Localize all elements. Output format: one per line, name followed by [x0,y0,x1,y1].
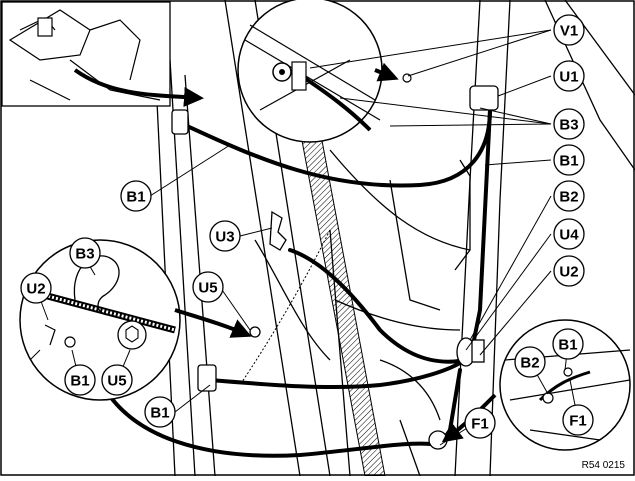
callout-u4: U4 [553,218,585,250]
callout-u2-right-label: U2 [559,264,578,281]
connector-b1-upper [171,109,189,135]
callout-u5-mid-label: U5 [198,280,217,297]
callout-b1-right-label: B1 [559,153,578,170]
callout-b1-inset-label: B1 [70,373,89,390]
callout-b2-right: B2 [553,180,585,212]
callout-b1-right: B1 [553,144,585,176]
callout-b2-bottom-right: B2 [514,346,546,378]
callout-f1-mid-label: F1 [471,416,489,433]
callout-b1-bottom-right-label: B1 [558,337,577,354]
callout-f1-bottom-right: F1 [562,404,594,436]
connector-b1-lower [197,364,217,392]
inset-arrow-top [73,68,204,108]
callout-b3-top: B3 [553,108,585,140]
callout-u4-label: U4 [559,227,579,244]
connector-u1 [469,85,499,111]
callout-u2-inset-label: U2 [26,281,45,298]
callout-u3-label: U3 [215,229,234,246]
callout-b1-left: B1 [120,180,152,212]
callout-u2-inset: U2 [20,272,52,304]
grommet-f1 [428,430,448,450]
callout-b3-top-label: B3 [559,117,578,134]
callout-b3-inset: B3 [69,237,101,269]
callout-f1-bottom-right-label: F1 [569,413,587,430]
callout-b2-right-label: B2 [559,189,578,206]
clip-u3 [269,210,287,251]
callout-u5-mid: U5 [192,271,224,303]
callout-b3-inset-label: B3 [75,246,94,263]
callout-b1-left-label: B1 [126,189,145,206]
callout-b1-lower-label: B1 [150,405,169,422]
callout-u1: U1 [553,60,585,92]
inset-circle-bottom-left [19,239,181,401]
inset-top-left [1,1,171,107]
wiring-harness [98,108,492,458]
figure-id: R54 0215 [582,460,626,471]
inset-arrow-v1 [374,62,399,82]
callout-f1-mid: F1 [464,407,496,439]
clip-u5 [249,326,261,338]
callout-u2-right: U2 [553,255,585,287]
callout-v1-label: V1 [560,23,578,40]
clip-u2 [471,339,485,363]
callout-b1-bottom-right: B1 [552,328,584,360]
callout-u5-inset: U5 [101,364,133,396]
callout-v1: V1 [553,14,585,46]
connectors [171,85,499,450]
callout-u1-label: U1 [559,69,578,86]
inset-circle-top [237,0,383,143]
callout-b2-bottom-right-label: B2 [520,355,539,372]
callout-b1-lower: B1 [144,396,176,428]
inset-arrow-bottom-left [174,308,252,338]
callout-b1-inset: B1 [64,364,96,396]
callout-u5-inset-label: U5 [107,373,126,390]
callout-u3: U3 [209,220,241,252]
